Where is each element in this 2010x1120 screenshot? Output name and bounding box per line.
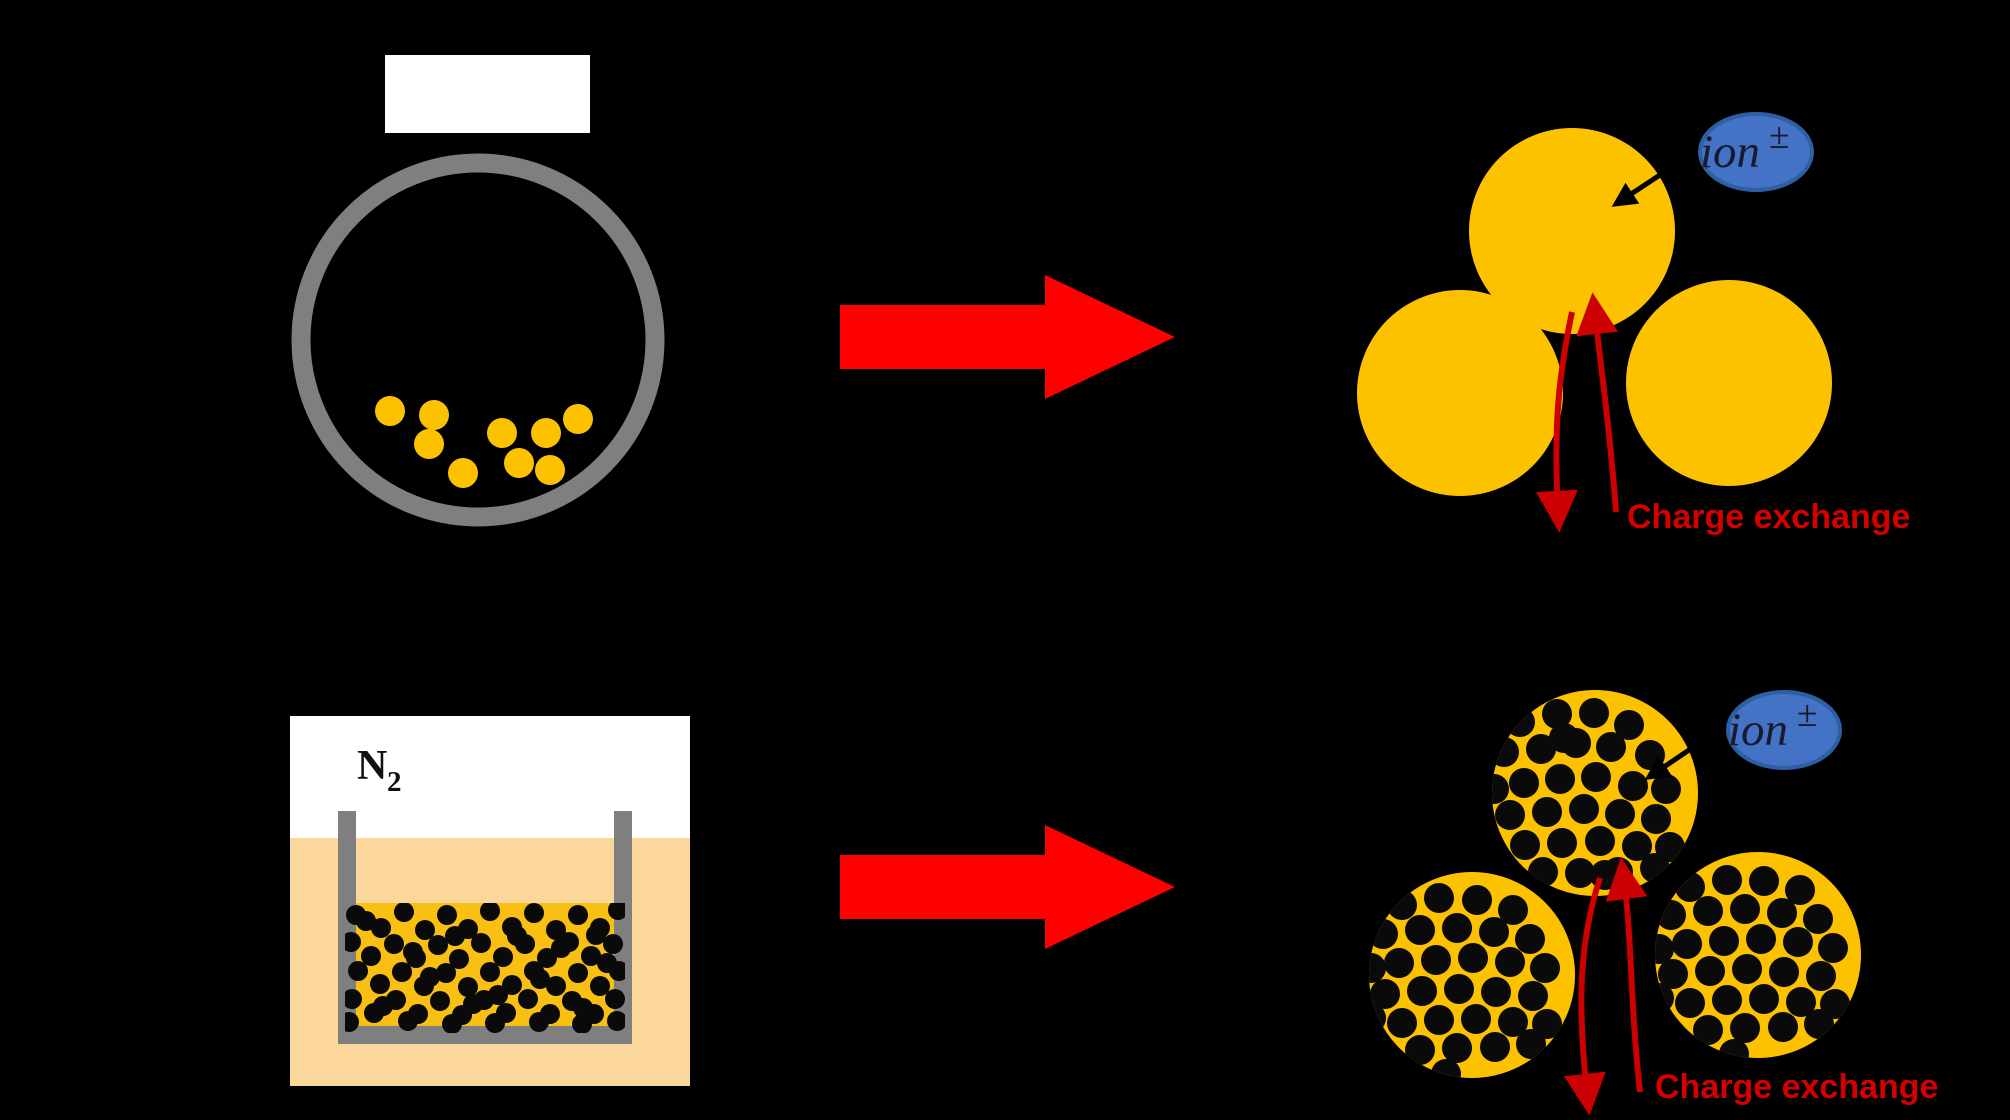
- round-vessel-outline: [291, 153, 665, 527]
- ion-badge-label: ion: [1700, 126, 1760, 178]
- gold-sphere: [1469, 128, 1675, 334]
- gold-particle: [487, 418, 517, 448]
- gold-particle: [448, 458, 478, 488]
- bottom-process-arrow: [840, 825, 1175, 949]
- gold-sphere: [1626, 280, 1832, 486]
- ion-badge-top: ion ±: [1698, 112, 1814, 192]
- ion-badge-superscript: ±: [1797, 694, 1817, 735]
- gold-particle: [414, 429, 444, 459]
- top-right-product: [1357, 128, 1832, 496]
- gold-particle-group: [375, 396, 593, 488]
- red-block-arrow: [840, 825, 1175, 949]
- charge-exchange-arrows-bottom: Charge exchange: [1564, 857, 1938, 1116]
- atmosphere-label-subscript: 2: [387, 766, 402, 798]
- charge-exchange-label-bottom: Charge exchange: [1655, 1068, 1938, 1106]
- bottom-left-reactant: N 2: [290, 716, 690, 1086]
- gold-particle: [563, 404, 593, 434]
- ion-badge-superscript: ±: [1769, 116, 1789, 157]
- charge-exchange-arrow-up: [1576, 292, 1619, 513]
- top-white-panel: [385, 55, 590, 133]
- gold-particle: [535, 455, 565, 485]
- charge-exchange-arrow-down: [1564, 877, 1606, 1116]
- atmosphere-label-base: N: [357, 743, 387, 789]
- charge-exchange-arrows-top: Charge exchange: [1535, 292, 1910, 536]
- charge-exchange-label-top: Charge exchange: [1627, 498, 1910, 536]
- ion-pointer-arrow-top: [1611, 164, 1674, 207]
- top-left-reactant: [291, 55, 665, 527]
- ion-badge-label: ion: [1728, 704, 1788, 756]
- ion-badge-ellipse: [1698, 112, 1814, 192]
- charge-exchange-arrow-up: [1605, 857, 1648, 1093]
- gold-sphere: [1357, 290, 1563, 496]
- ion-badge-bottom: ion ±: [1726, 690, 1842, 770]
- ion-pointer-arrow-bottom: [1644, 745, 1694, 780]
- top-process-arrow: [840, 275, 1175, 399]
- gold-particle: [375, 396, 405, 426]
- red-block-arrow: [840, 275, 1175, 399]
- ion-badge-ellipse: [1726, 690, 1842, 770]
- gold-particle: [419, 400, 449, 430]
- gold-particle: [531, 418, 561, 448]
- black-particle-group: [345, 903, 625, 1033]
- sphere-b-particles: [1369, 883, 1562, 1078]
- gold-particle: [504, 448, 534, 478]
- charge-exchange-arrow-down: [1535, 311, 1578, 533]
